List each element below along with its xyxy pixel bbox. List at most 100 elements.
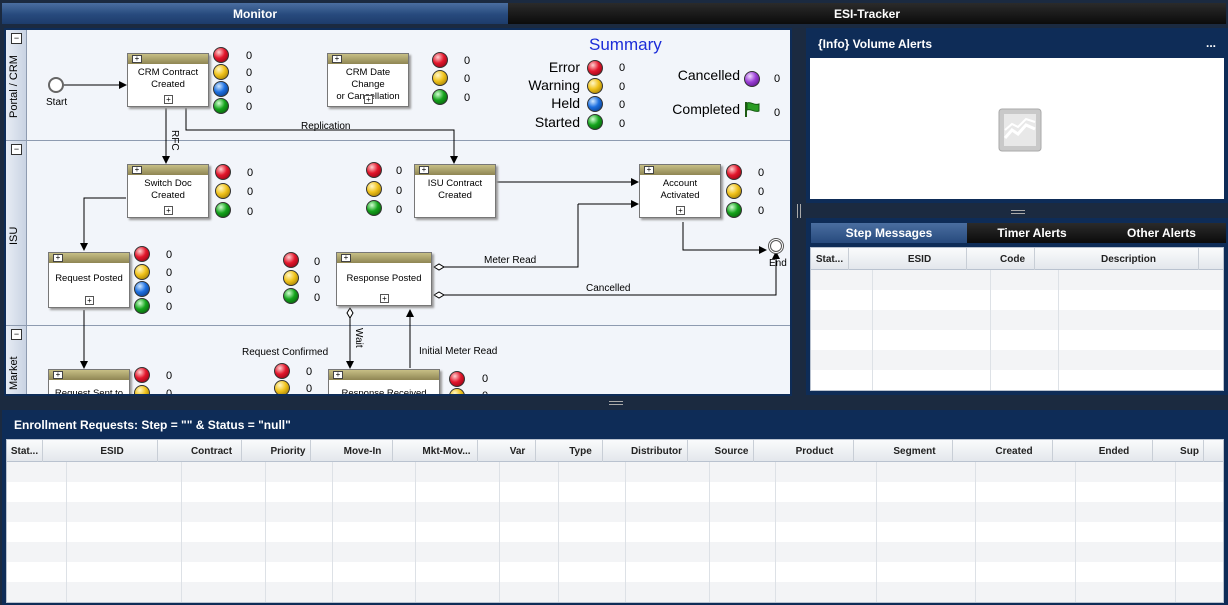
column-header-distributor[interactable]: Distributor bbox=[626, 440, 688, 462]
column-header-sup[interactable]: Sup bbox=[1176, 440, 1204, 462]
started-status-icon bbox=[215, 202, 231, 218]
node-details-button[interactable]: + bbox=[85, 296, 94, 305]
table-row[interactable] bbox=[811, 270, 1223, 290]
error-count: 0 bbox=[166, 249, 173, 261]
node-details-button[interactable]: + bbox=[676, 206, 685, 215]
initial-meter-read-label: Initial Meter Read bbox=[419, 346, 498, 357]
column-header-code[interactable]: Code bbox=[991, 248, 1035, 270]
node-expand-toggle[interactable]: + bbox=[419, 166, 429, 174]
tab-monitor[interactable]: Monitor bbox=[2, 3, 508, 24]
node-expand-toggle[interactable]: + bbox=[332, 55, 342, 63]
error-count: 0 bbox=[166, 370, 173, 382]
lane-isu: − ISU bbox=[6, 141, 790, 326]
warning-status-icon bbox=[726, 183, 742, 199]
table-row[interactable] bbox=[7, 502, 1223, 522]
node-details-button[interactable]: + bbox=[164, 206, 173, 215]
column-header-type[interactable]: Type bbox=[559, 440, 603, 462]
column-header-contract[interactable]: Contract bbox=[182, 440, 242, 462]
started-status-icon bbox=[587, 114, 603, 130]
column-header-move-in[interactable]: Move-In bbox=[333, 440, 393, 462]
column-header-ended[interactable]: Ended bbox=[1076, 440, 1153, 462]
column-header-mkt-move[interactable]: Mkt-Mov... bbox=[416, 440, 478, 462]
warning-status-icon bbox=[215, 183, 231, 199]
end-event[interactable] bbox=[768, 238, 784, 254]
tab-step-messages[interactable]: Step Messages bbox=[811, 223, 967, 243]
column-header-esid[interactable]: ESID bbox=[873, 248, 967, 270]
volume-alerts-panel: {Info} Volume Alerts ... bbox=[806, 28, 1228, 203]
panel-menu-button[interactable]: ... bbox=[1205, 36, 1216, 50]
held-status-icon bbox=[213, 81, 229, 97]
lane-collapse-button[interactable]: − bbox=[11, 33, 22, 44]
node-expand-toggle[interactable]: + bbox=[53, 371, 63, 379]
table-row[interactable] bbox=[811, 350, 1223, 370]
node-details-button[interactable]: + bbox=[364, 95, 373, 104]
held-count: 0 bbox=[166, 284, 173, 296]
started-count: 0 bbox=[758, 205, 765, 217]
cancelled-status-icon bbox=[744, 71, 760, 87]
warning-count: 0 bbox=[166, 388, 173, 396]
wait-label: Wait bbox=[353, 328, 364, 348]
warning-count: 0 bbox=[166, 267, 173, 279]
node-request-posted[interactable]: + Request Posted + bbox=[48, 252, 130, 308]
summary-warning-label: Warning bbox=[528, 77, 580, 93]
column-header-source[interactable]: Source bbox=[710, 440, 754, 462]
horizontal-splitter[interactable] bbox=[1011, 210, 1025, 214]
tab-esi-tracker[interactable]: ESI-Tracker bbox=[508, 3, 1226, 24]
table-row[interactable] bbox=[7, 542, 1223, 562]
node-details-button[interactable]: + bbox=[380, 294, 389, 303]
column-header-description[interactable]: Description bbox=[1059, 248, 1199, 270]
start-event[interactable] bbox=[48, 77, 64, 93]
flow-connectors bbox=[64, 81, 780, 369]
started-status-icon bbox=[213, 98, 229, 114]
node-response-posted[interactable]: + Response Posted + bbox=[336, 252, 432, 306]
lane-collapse-button[interactable]: − bbox=[11, 144, 22, 155]
enrollment-requests-title: Enrollment Requests: Step = "" & Status … bbox=[14, 418, 291, 432]
node-details-button[interactable]: + bbox=[164, 95, 173, 104]
node-expand-toggle[interactable]: + bbox=[132, 55, 142, 63]
vertical-splitter[interactable] bbox=[797, 204, 801, 218]
column-header-var[interactable]: Var bbox=[500, 440, 536, 462]
error-count: 0 bbox=[306, 366, 313, 378]
column-header-esid[interactable]: ESID bbox=[67, 440, 158, 462]
error-status-icon bbox=[134, 246, 150, 262]
node-expand-toggle[interactable]: + bbox=[132, 166, 142, 174]
summary-title: Summary bbox=[589, 35, 662, 54]
column-header-product[interactable]: Product bbox=[776, 440, 854, 462]
summary-cancelled-count: 0 bbox=[774, 73, 781, 85]
lane-collapse-button[interactable]: − bbox=[11, 329, 22, 340]
horizontal-splitter[interactable] bbox=[609, 401, 623, 405]
error-status-icon bbox=[215, 164, 231, 180]
summary-started-label: Started bbox=[534, 114, 580, 130]
summary-error-label: Error bbox=[548, 59, 580, 75]
node-expand-toggle[interactable]: + bbox=[333, 371, 343, 379]
flag-icon bbox=[745, 102, 760, 117]
table-row[interactable] bbox=[811, 310, 1223, 330]
tab-other-alerts[interactable]: Other Alerts bbox=[1097, 223, 1226, 243]
node-expand-toggle[interactable]: + bbox=[53, 254, 63, 262]
tab-timer-alerts[interactable]: Timer Alerts bbox=[967, 223, 1097, 243]
started-status-icon bbox=[366, 200, 382, 216]
warning-status-icon bbox=[366, 181, 382, 197]
column-header-created[interactable]: Created bbox=[976, 440, 1053, 462]
start-label: Start bbox=[46, 97, 68, 108]
node-request-sent[interactable]: + Request Sent to bbox=[48, 369, 130, 394]
held-status-icon bbox=[587, 96, 603, 112]
column-header-priority[interactable]: Priority bbox=[266, 440, 311, 462]
table-row[interactable] bbox=[7, 462, 1223, 482]
table-row[interactable] bbox=[7, 582, 1223, 602]
node-response-received[interactable]: + Response Received bbox=[328, 369, 440, 394]
column-header-status[interactable]: Stat... bbox=[811, 248, 849, 270]
started-status-icon bbox=[283, 288, 299, 304]
node-expand-toggle[interactable]: + bbox=[341, 254, 351, 262]
warning-status-icon bbox=[134, 385, 150, 394]
column-header-status[interactable]: Stat... bbox=[7, 440, 43, 462]
column-header-segment[interactable]: Segment bbox=[877, 440, 953, 462]
node-expand-toggle[interactable]: + bbox=[644, 166, 654, 174]
volume-alerts-title: {Info} Volume Alerts bbox=[818, 37, 933, 51]
error-status-icon bbox=[283, 252, 299, 268]
